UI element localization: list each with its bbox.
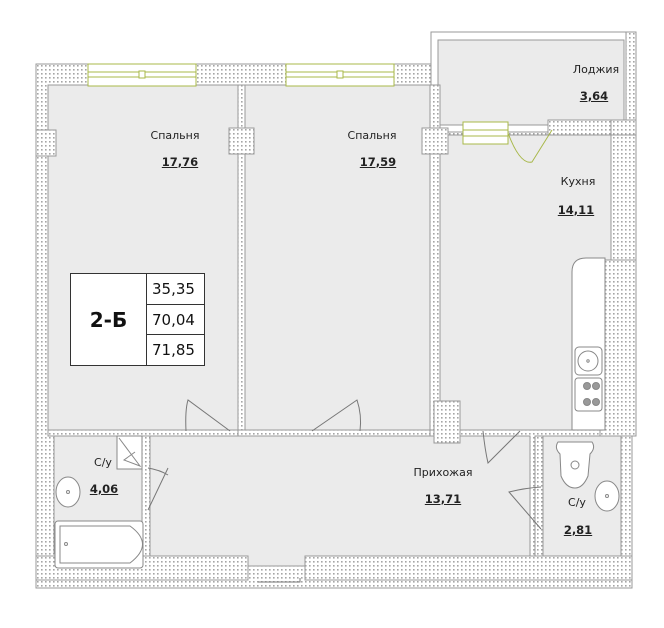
room-area-bedroom-2: 17,59 (359, 155, 397, 169)
total-area: 70,04 (147, 305, 204, 336)
room-label-hall: Прихожая (413, 466, 473, 479)
room-label-loggia: Лоджия (572, 63, 620, 76)
total-area-with-loggia: 71,85 (152, 341, 195, 360)
living-area: 35,35 (147, 274, 204, 305)
door-bath-2 (508, 486, 542, 530)
room-area-bedroom-1: 17,76 (161, 155, 199, 169)
room-label-kitchen: Кухня (560, 175, 596, 188)
entrance-door (258, 578, 301, 583)
door-bath-1 (147, 467, 169, 511)
door-kitchen (482, 430, 521, 464)
room-area-hall: 13,71 (424, 492, 462, 506)
loggia-floor (437, 39, 625, 126)
room-area-bathroom-2: 2,81 (563, 523, 593, 537)
room-area-kitchen: 14,11 (557, 203, 595, 217)
window-loggia (462, 121, 509, 145)
room-label-bathroom-2: С/у (568, 496, 586, 509)
doors (147, 399, 542, 583)
room-label-bedroom-2: Спальня (347, 129, 397, 142)
apartment-summary-table: 2-Б 35,35 70,04 71,85 (70, 273, 205, 366)
hall-floor (149, 435, 531, 567)
fixtures (54, 257, 620, 569)
bedroom-2-floor (244, 84, 431, 431)
room-area-loggia: 3,64 (579, 89, 609, 103)
door-bedroom-2 (311, 399, 362, 432)
bedroom-1-floor (47, 84, 239, 431)
apartment-code: 2-Б (71, 274, 147, 365)
door-bedroom-1 (185, 399, 231, 432)
windows (87, 63, 553, 163)
room-area-bathroom-1: 4,06 (89, 482, 119, 496)
room-label-bedroom-1: Спальня (150, 129, 200, 142)
room-label-bathroom-1: С/у (94, 456, 112, 469)
